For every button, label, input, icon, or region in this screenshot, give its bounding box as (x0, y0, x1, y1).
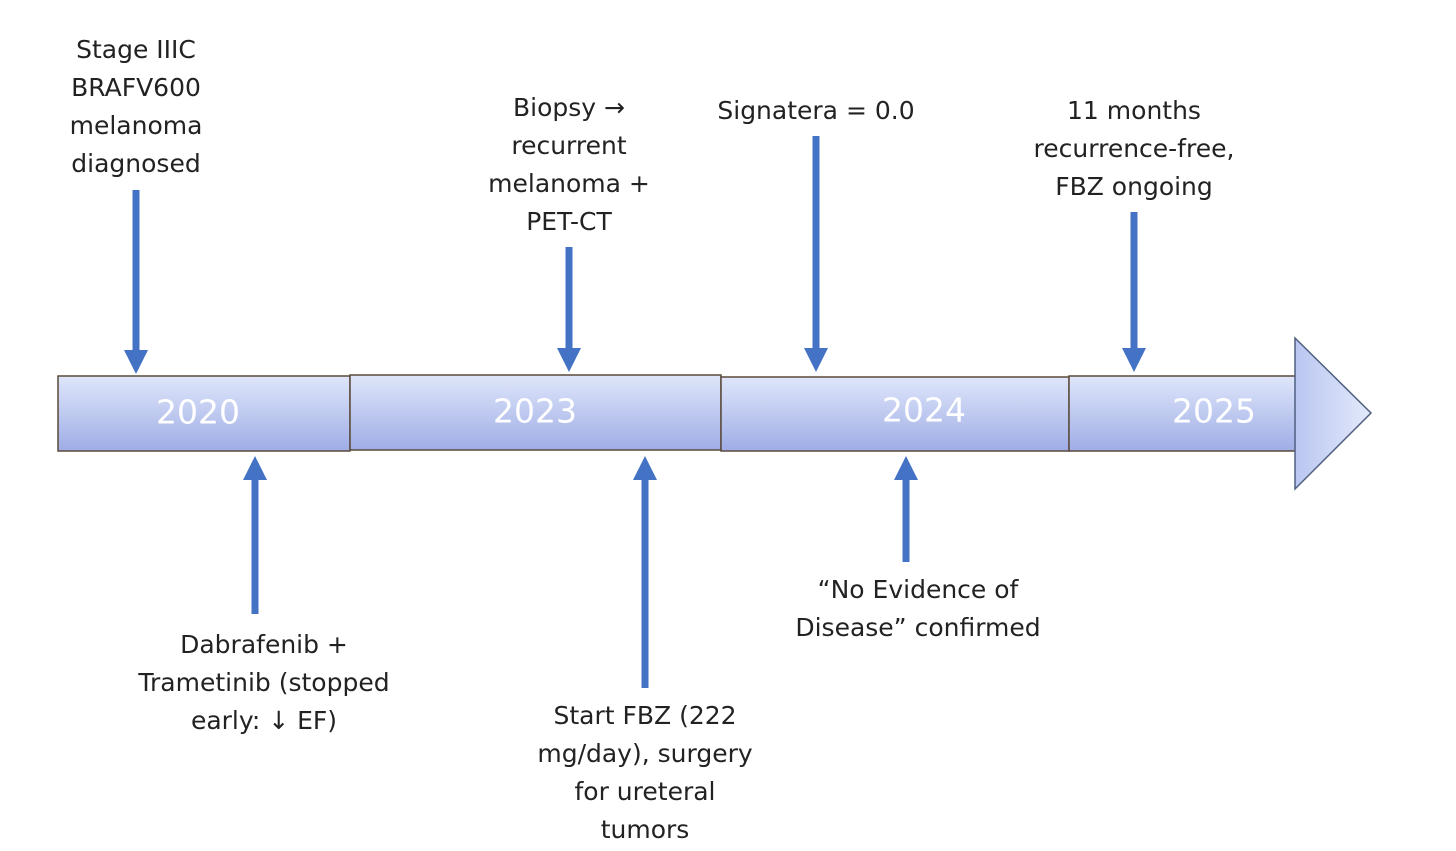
timeline-segment-2024 (720, 376, 1070, 452)
arrow-down-2020 (124, 190, 148, 374)
arrow-down-2023 (557, 247, 581, 372)
year-label-2024: 2024 (882, 391, 966, 430)
event-label-signatera: Signatera = 0.0 (717, 96, 915, 125)
year-label-2025: 2025 (1172, 392, 1256, 431)
arrow-up-2023 (633, 456, 657, 688)
arrow-down-2024 (804, 136, 828, 372)
timeline-arrow-head (1294, 336, 1373, 491)
event-label-dabrafenib: Dabrafenib + Trametinib (stopped early: … (138, 630, 390, 735)
timeline-segment-2023 (349, 374, 722, 451)
arrow-up-2024 (894, 456, 918, 562)
timeline-segment-2025 (1068, 375, 1297, 452)
year-label-2020: 2020 (156, 393, 240, 432)
event-label-recurrence-free: 11 months recurrence-free, FBZ ongoing (1033, 96, 1235, 201)
event-label-diagnosis: Stage IIIC BRAFV600 melanoma diagnosed (69, 35, 203, 178)
event-label-biopsy: Biopsy → recurrent melanoma + PET-CT (488, 93, 650, 236)
event-label-ned: “No Evidence of Disease” confirmed (795, 575, 1041, 642)
timeline-segment-2020 (57, 375, 351, 452)
arrow-down-2025 (1122, 212, 1146, 372)
arrow-up-2020 (243, 456, 267, 614)
event-label-start-fbz: Start FBZ (222 mg/day), surgery for uret… (537, 701, 753, 844)
year-label-2023: 2023 (493, 392, 577, 431)
